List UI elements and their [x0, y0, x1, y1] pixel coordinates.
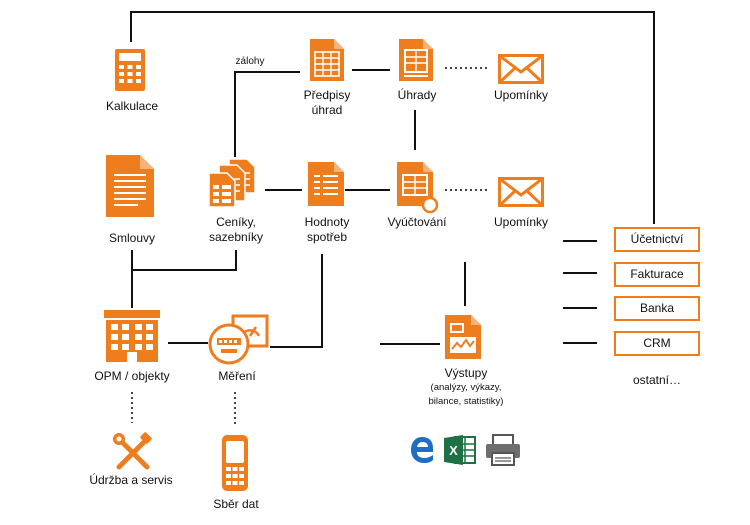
consumption-values-icon	[308, 162, 344, 206]
label-kalkulace: Kalkulace	[105, 99, 159, 113]
box-banka: Banka	[614, 296, 700, 321]
label-uhrady: Úhrady	[397, 88, 437, 102]
contract-document-icon	[106, 155, 154, 217]
label-vystupy: Výstupy	[444, 366, 488, 380]
label-upominky-mid: Upomínky	[493, 215, 549, 229]
label-vystupy-sub-line2: bilance, statistiky)	[428, 396, 504, 407]
label-predpisy-line1: Předpisy	[303, 88, 351, 102]
payments-icon	[399, 39, 433, 81]
label-udrzba: Údržba a servis	[89, 473, 173, 487]
printer-icon	[486, 434, 520, 466]
label-vyuctovani: Vyúčtování	[387, 215, 447, 229]
label-sber: Sběr dat	[213, 497, 259, 511]
box-fakturace: Fakturace	[614, 262, 700, 287]
excel-icon: X	[444, 435, 476, 465]
label-hodnoty-line1: Hodnoty	[304, 215, 350, 229]
meter-icon	[208, 314, 269, 365]
calculator-icon	[115, 49, 145, 91]
price-lists-icon	[208, 158, 256, 208]
label-ostatni: ostatní…	[632, 373, 682, 387]
payment-schedule-icon	[310, 39, 344, 81]
label-zalohy: zálohy	[235, 56, 265, 67]
building-icon	[104, 310, 160, 362]
label-ceniky-line2: sazebníky	[208, 230, 264, 244]
billing-icon	[397, 162, 439, 214]
box-ucetnictvi: Účetnictví	[614, 227, 700, 252]
label-hodnoty-line2: spotřeb	[306, 230, 348, 244]
envelope-icon	[498, 177, 544, 207]
tools-icon	[113, 432, 152, 470]
label-ceniky-line1: Ceníky,	[216, 215, 256, 229]
report-icon	[445, 315, 481, 359]
label-predpisy-line2: úhrad	[311, 103, 343, 117]
label-vystupy-sub-line1: (analýzy, výkazy,	[430, 382, 502, 393]
label-upominky-top: Upomínky	[493, 88, 549, 102]
box-crm: CRM	[614, 331, 700, 356]
handheld-device-icon	[222, 435, 248, 491]
label-smlouvy: Smlouvy	[108, 231, 155, 245]
label-opm: OPM / objekty	[94, 369, 170, 383]
envelope-icon	[498, 54, 544, 84]
label-mereni: Měření	[218, 369, 256, 383]
edge-browser-icon	[411, 437, 433, 463]
excel-letter: X	[449, 443, 458, 458]
